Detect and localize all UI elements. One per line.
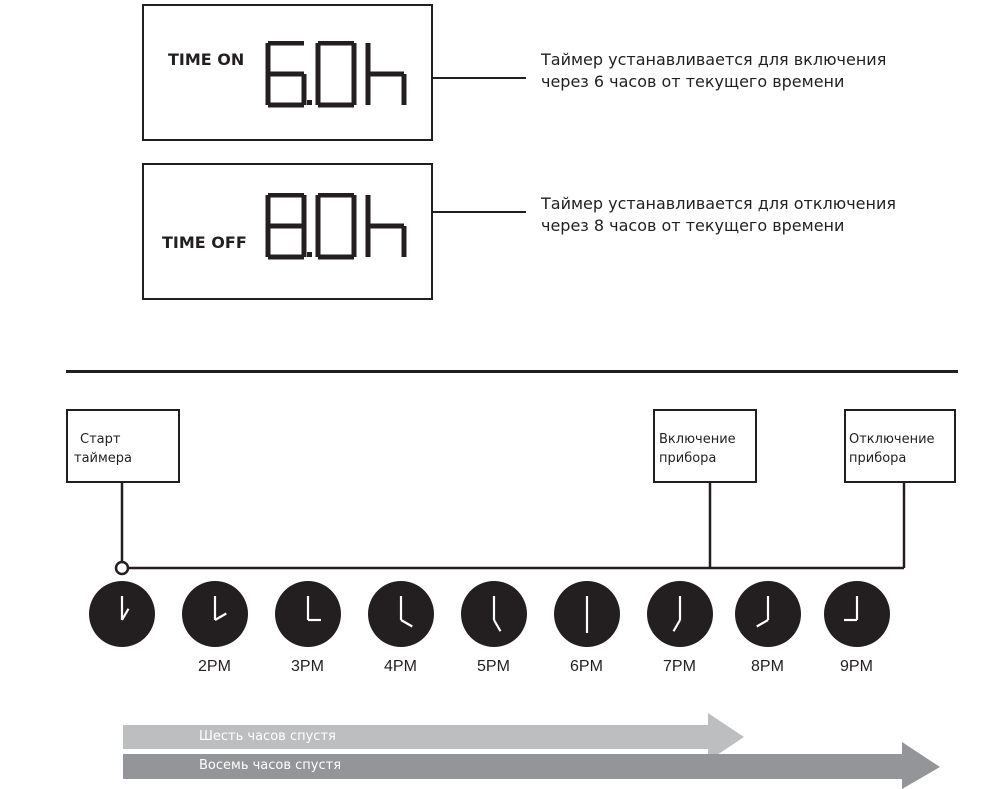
- clock-hour-hand: [121, 608, 130, 621]
- device-on-line-1: Включение: [659, 432, 736, 447]
- eight-hours-label: Восемь часов спустя: [199, 758, 342, 773]
- clock-time-label: 2PM: [198, 658, 231, 675]
- start-timer-box: Старт таймера: [66, 409, 180, 483]
- time-off-description-line-1: Таймер устанавливается для отключения: [541, 194, 896, 213]
- device-off-line-2: прибора: [849, 451, 907, 466]
- time-off-leader-line: [433, 211, 526, 213]
- device-off-line-1: Отключение: [849, 432, 935, 447]
- lcd-digit-3: [365, 43, 407, 105]
- time-on-description-line-2: через 6 часов от текущего времени: [541, 72, 845, 91]
- clock-time-label: 8PM: [751, 658, 784, 675]
- start-timer-line-2: таймера: [74, 451, 133, 466]
- time-off-description: Таймер устанавливается для отключения че…: [541, 193, 896, 237]
- clock-time-label: 3PM: [291, 658, 324, 675]
- six-hours-label: Шесть часов спустя: [199, 729, 336, 744]
- time-off-label: TIME OFF: [162, 233, 247, 252]
- clock-icon: [647, 581, 713, 647]
- clock-time-label: 6PM: [570, 658, 603, 675]
- clock-time-label: 5PM: [477, 658, 510, 675]
- section-divider: [66, 370, 958, 373]
- clock-icon: [461, 581, 527, 647]
- clock-hour-hand: [756, 619, 769, 628]
- clock-hour-hand: [214, 612, 227, 621]
- time-on-panel: TIME ON: [142, 4, 433, 141]
- clock-row: [89, 581, 890, 647]
- clock-hour-hand: [400, 619, 413, 628]
- time-on-label: TIME ON: [168, 50, 245, 69]
- clock-hour-hand: [672, 619, 681, 632]
- clock-icon: [824, 581, 890, 647]
- time-on-display: [265, 41, 407, 108]
- eight-hours-arrow: [123, 742, 940, 789]
- clock-icon: [182, 581, 248, 647]
- lcd-digit-1: [265, 41, 307, 108]
- clock-icon: [89, 581, 155, 647]
- time-on-leader-line: [433, 77, 526, 79]
- lcd-digit-1: [265, 193, 307, 260]
- six-hours-arrow: [123, 713, 744, 761]
- clock-hour-hand: [493, 619, 502, 632]
- lcd-digit-3: [365, 195, 407, 257]
- device-on-box: Включение прибора: [653, 409, 757, 483]
- lcd-decimal-point: [307, 252, 312, 257]
- clock-icon: [735, 581, 801, 647]
- time-on-description-line-1: Таймер устанавливается для включения: [541, 50, 887, 69]
- time-off-display: [265, 193, 407, 260]
- clock-time-label: 9PM: [840, 658, 873, 675]
- clock-icon: [275, 581, 341, 647]
- clock-icon: [554, 581, 620, 647]
- clock-time-label: 4PM: [384, 658, 417, 675]
- clock-icon: [368, 581, 434, 647]
- lcd-digit-2: [315, 41, 357, 108]
- start-timer-line-1: Старт: [80, 432, 121, 447]
- time-off-description-line-2: через 8 часов от текущего времени: [541, 216, 845, 235]
- time-off-panel: TIME OFF: [142, 163, 433, 300]
- device-off-box: Отключение прибора: [844, 409, 956, 483]
- lcd-decimal-point: [307, 100, 312, 105]
- clock-time-label: 7PM: [663, 658, 696, 675]
- time-on-description: Таймер устанавливается для включения чер…: [541, 49, 886, 93]
- lcd-digit-2: [315, 193, 357, 260]
- device-on-line-2: прибора: [659, 451, 717, 466]
- start-marker: [114, 560, 130, 576]
